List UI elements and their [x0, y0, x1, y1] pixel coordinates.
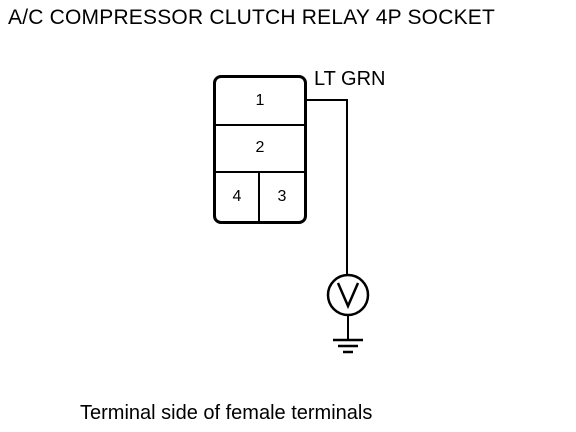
diagram-caption: Terminal side of female terminals: [80, 402, 373, 424]
test-lead-wire: [307, 99, 348, 275]
terminal-4: 4: [216, 173, 260, 221]
wire-color-label: LT GRN: [314, 68, 386, 90]
ground-symbol-icon: [333, 338, 363, 354]
terminal-1: 1: [216, 78, 304, 126]
diagram-title: A/C COMPRESSOR CLUTCH RELAY 4P SOCKET: [8, 6, 496, 29]
voltmeter-icon: [326, 273, 370, 317]
terminal-2: 2: [216, 126, 304, 174]
terminal-3: 3: [277, 188, 287, 206]
relay-socket-connector: 1 2 4 3: [213, 75, 307, 224]
